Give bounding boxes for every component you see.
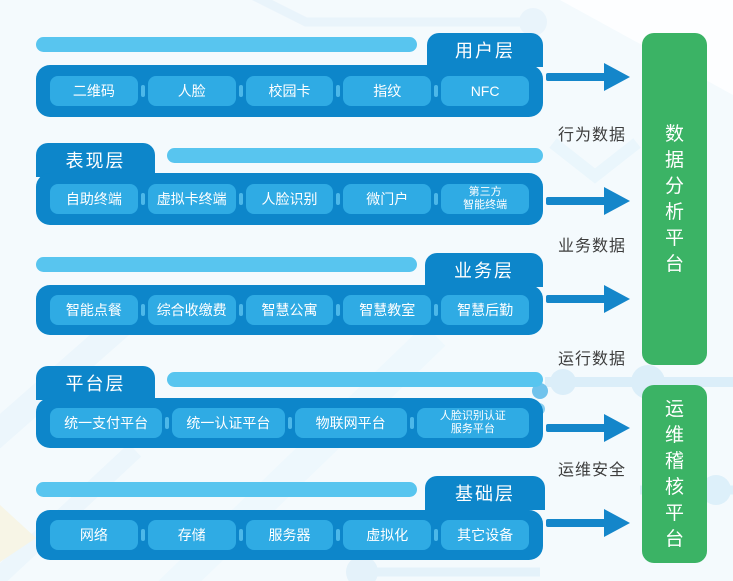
platform-title-char: 析 <box>664 201 684 223</box>
layer-item-chip: 统一认证平台 <box>172 408 285 438</box>
chip-divider <box>434 193 439 205</box>
layer-item-chip: 综合收缴费 <box>147 295 236 325</box>
layer-item-chip: 第三方 智能终端 <box>441 184 529 214</box>
layer-item-chip: 人脸 <box>147 76 236 106</box>
flow-arrow-icon <box>546 509 630 537</box>
data-flow-label-behavior: 行为数据 <box>557 127 626 144</box>
chip-divider <box>336 85 341 97</box>
chip-divider <box>287 417 292 429</box>
chip-divider <box>140 529 145 541</box>
layer-bar-platform: 统一支付平台统一认证平台物联网平台人脸识别认证 服务平台 <box>36 398 543 448</box>
layer-tab-label: 基础层 <box>455 484 515 504</box>
flow-arrow-icon <box>546 285 630 313</box>
layer-tab-business: 业务层 <box>425 253 543 287</box>
layer-pill <box>167 372 543 387</box>
platform-title-char: 核 <box>664 476 684 498</box>
layer-item-chip: 物联网平台 <box>294 408 407 438</box>
platform-title-char: 据 <box>664 149 684 171</box>
data-flow-label-runtime: 运行数据 <box>557 351 626 368</box>
chip-divider <box>165 417 170 429</box>
platform-title-char: 维 <box>664 424 684 446</box>
chip-divider <box>238 529 243 541</box>
layer-item-chip: 虚拟卡终端 <box>147 184 236 214</box>
flow-arrow-icon <box>546 414 630 442</box>
layer-item-chip: 智能点餐 <box>50 295 138 325</box>
layer-tab-platform: 平台层 <box>36 366 155 400</box>
layer-tab-label: 表现层 <box>65 151 126 171</box>
platform-title-char: 平 <box>664 502 684 524</box>
chip-divider <box>238 85 243 97</box>
layer-item-chip: 其它设备 <box>441 520 529 550</box>
layer-tab-label: 业务层 <box>454 261 514 281</box>
layer-tab-label: 平台层 <box>65 374 126 394</box>
layer-item-chip: 智慧后勤 <box>441 295 529 325</box>
layer-pill <box>36 257 417 272</box>
layer-item-chip: 微门户 <box>343 184 432 214</box>
chip-divider <box>434 529 439 541</box>
layer-pill <box>167 148 543 163</box>
platform-title-char: 平 <box>664 227 684 249</box>
layer-tab-user: 用户层 <box>427 33 543 67</box>
platform-title-char: 运 <box>664 398 684 420</box>
chip-divider <box>434 304 439 316</box>
layer-tab-presentation: 表现层 <box>36 143 155 177</box>
layer-item-chip: 服务器 <box>245 520 334 550</box>
platform-box-ops-audit: 运维稽核平台 <box>642 385 707 563</box>
layer-item-chip: 存储 <box>147 520 236 550</box>
layer-pill <box>36 37 417 52</box>
chip-divider <box>238 193 243 205</box>
chip-divider <box>140 85 145 97</box>
chip-divider <box>336 304 341 316</box>
chip-divider <box>238 304 243 316</box>
platform-title-char: 台 <box>664 528 684 550</box>
layer-item-chip: 人脸识别 <box>245 184 334 214</box>
layer-item-chip: NFC <box>441 76 529 106</box>
flow-arrow-icon <box>546 187 630 215</box>
layer-pill <box>36 482 417 497</box>
layer-item-chip: 人脸识别认证 服务平台 <box>416 408 529 438</box>
chip-divider <box>140 193 145 205</box>
platform-title-char: 台 <box>664 253 684 275</box>
layer-item-chip: 虚拟化 <box>343 520 432 550</box>
flow-arrow-icon <box>546 63 630 91</box>
platform-box-data-analysis: 数据分析平台 <box>642 33 707 365</box>
chip-divider <box>434 85 439 97</box>
platform-title-char: 数 <box>664 123 684 145</box>
data-flow-label-ops-security: 运维安全 <box>557 462 626 479</box>
layer-item-chip: 统一支付平台 <box>50 408 163 438</box>
data-flow-label-business: 业务数据 <box>557 238 626 255</box>
platform-title-char: 分 <box>664 175 684 197</box>
layer-bar-user: 二维码人脸校园卡指纹 NFC <box>36 65 543 117</box>
layer-item-chip: 二维码 <box>50 76 138 106</box>
chip-divider <box>336 193 341 205</box>
layer-bar-presentation: 自助终端虚拟卡终端人脸识别微门户第三方 智能终端 <box>36 173 543 225</box>
chip-divider <box>140 304 145 316</box>
layer-item-chip: 智慧教室 <box>343 295 432 325</box>
layer-item-chip: 自助终端 <box>50 184 138 214</box>
layer-tab-infrastructure: 基础层 <box>425 476 545 510</box>
layer-item-chip: 智慧公寓 <box>245 295 334 325</box>
layer-item-chip: 指纹 <box>343 76 432 106</box>
layer-item-chip: 校园卡 <box>245 76 334 106</box>
layer-item-chip: 网络 <box>50 520 138 550</box>
layer-bar-business: 智能点餐综合收缴费智慧公寓智慧教室智慧后勤 <box>36 285 543 335</box>
layer-tab-label: 用户层 <box>455 41 515 61</box>
chip-divider <box>336 529 341 541</box>
layer-bar-infrastructure: 网络存储服务器虚拟化其它设备 <box>36 510 543 560</box>
chip-divider <box>409 417 414 429</box>
platform-title-char: 稽 <box>664 450 684 472</box>
